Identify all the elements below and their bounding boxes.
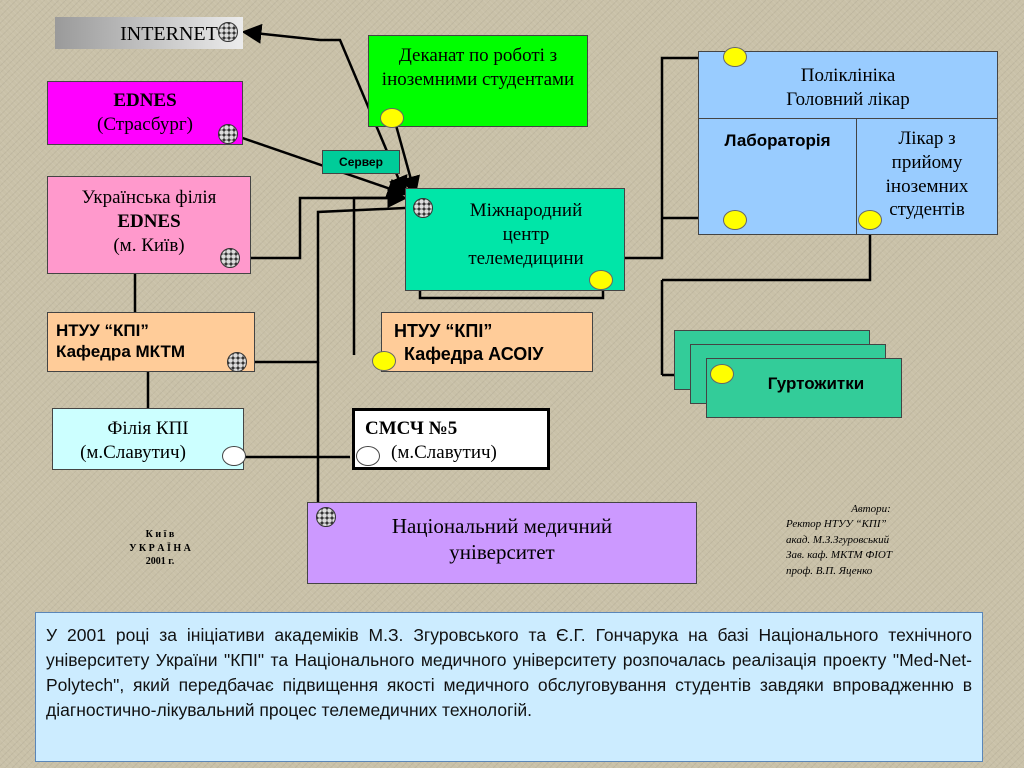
ukr-ednes-line2: EDNES xyxy=(117,210,181,232)
clinic-doctor-line1: Лікар з xyxy=(898,128,956,149)
dorms-label: Гуртожитки xyxy=(767,374,865,393)
dekanat-text: Деканат по роботі з іноземними студентам… xyxy=(381,45,575,90)
yellow-connector-icon xyxy=(710,364,734,384)
internet-box: INTERNET xyxy=(55,17,243,49)
network-node-icon xyxy=(218,22,238,42)
authors-line2: акад. М.З.Згуровський xyxy=(786,533,890,546)
place-label: К и ї в У К Р А Ї Н А 2001 г. xyxy=(100,528,220,569)
dorm-box-front: Гуртожитки xyxy=(706,358,902,418)
filia-kpi-box: Філія КПІ (м.Славутич) xyxy=(52,408,244,470)
ntuu-asoiu-line2: Кафедра АСОІУ xyxy=(404,343,544,364)
ntuu-mktm-line1: НТУУ “КПІ” xyxy=(56,321,149,340)
med-univ-line2: університет xyxy=(449,540,555,565)
place-line3: 2001 г. xyxy=(145,556,175,567)
yellow-connector-icon xyxy=(858,210,882,230)
clinic-lab-cell: Лабораторія xyxy=(699,119,857,235)
clinic-header: Поліклініка Головний лікар xyxy=(699,52,997,119)
clinic-line2: Головний лікар xyxy=(786,88,910,110)
authors-title: Автори: xyxy=(851,503,891,515)
authors-line4: проф. В.П. Яценко xyxy=(786,564,873,577)
yellow-connector-icon xyxy=(372,351,396,371)
ntuu-asoiu-line1: НТУУ “КПІ” xyxy=(394,321,493,341)
ukr-ednes-box: Українська філія EDNES (м. Київ) xyxy=(47,176,251,274)
ukr-ednes-line1: Українська філія xyxy=(81,187,217,208)
ntuu-asoiu-box: НТУУ “КПІ” Кафедра АСОІУ xyxy=(381,312,593,372)
network-node-icon xyxy=(413,198,433,218)
network-node-icon xyxy=(316,507,336,527)
clinic-doctor-cell: Лікар з прийому іноземних студентів xyxy=(857,127,997,222)
yellow-connector-icon xyxy=(589,270,613,290)
center-line2: центр xyxy=(502,223,550,245)
clinic-doctor-line3: іноземних xyxy=(885,175,969,197)
description-text: У 2001 році за ініціативи академіків М.З… xyxy=(46,625,972,720)
authors-line3: Зав. каф. МКТМ ФІОТ xyxy=(786,549,892,562)
center-line3: телемедицини xyxy=(468,247,584,269)
smsch-line2: (м.Славутич) xyxy=(391,441,497,463)
yellow-connector-icon xyxy=(380,108,404,128)
ednes-title: EDNES xyxy=(113,90,177,111)
ntuu-mktm-box: НТУУ “КПІ” Кафедра МКТМ xyxy=(47,312,255,372)
center-line1: Міжнародний xyxy=(469,200,583,221)
dekanat-box: Деканат по роботі з іноземними студентам… xyxy=(368,35,588,127)
network-node-icon xyxy=(220,248,240,268)
yellow-connector-icon xyxy=(723,210,747,230)
smsch-box: СМСЧ №5 (м.Славутич) xyxy=(352,408,550,470)
ednes-city: (Страсбург) xyxy=(97,113,193,135)
ukr-ednes-line3: (м. Київ) xyxy=(113,234,185,256)
clinic-lab-label: Лабораторія xyxy=(724,131,831,150)
clinic-line1: Поліклініка xyxy=(800,65,896,86)
server-box: Сервер xyxy=(322,150,400,174)
center-box: Міжнародний центр телемедицини xyxy=(405,188,625,291)
description-box: У 2001 році за ініціативи академіків М.З… xyxy=(35,612,983,762)
ednes-box: EDNES (Страсбург) xyxy=(47,81,243,145)
filia-kpi-line2: (м.Славутич) xyxy=(80,441,186,463)
clinic-doctor-line4: студентів xyxy=(889,199,965,221)
authors-block: Автори: Ректор НТУУ “КПІ” акад. М.З.Згур… xyxy=(786,502,1016,579)
smsch-line1: СМСЧ №5 xyxy=(365,418,458,439)
place-line2: У К Р А Ї Н А xyxy=(129,542,191,554)
network-node-icon xyxy=(218,124,238,144)
server-label: Сервер xyxy=(339,155,383,169)
internet-label: INTERNET xyxy=(120,23,218,45)
med-univ-box: Національний медичний університет xyxy=(307,502,697,584)
clinic-box: Поліклініка Головний лікар Лабораторія Л… xyxy=(698,51,998,235)
med-univ-line1: Національний медичний xyxy=(391,514,613,538)
filia-kpi-line1: Філія КПІ xyxy=(107,418,189,439)
place-line1: К и ї в xyxy=(145,529,175,540)
white-connector-icon xyxy=(356,446,380,466)
ntuu-mktm-line2: Кафедра МКТМ xyxy=(56,342,186,362)
white-connector-icon xyxy=(222,446,246,466)
authors-line1: Ректор НТУУ “КПІ” xyxy=(786,518,887,531)
network-node-icon xyxy=(227,352,247,372)
clinic-doctor-line2: прийому xyxy=(891,151,963,173)
yellow-connector-icon xyxy=(723,47,747,67)
